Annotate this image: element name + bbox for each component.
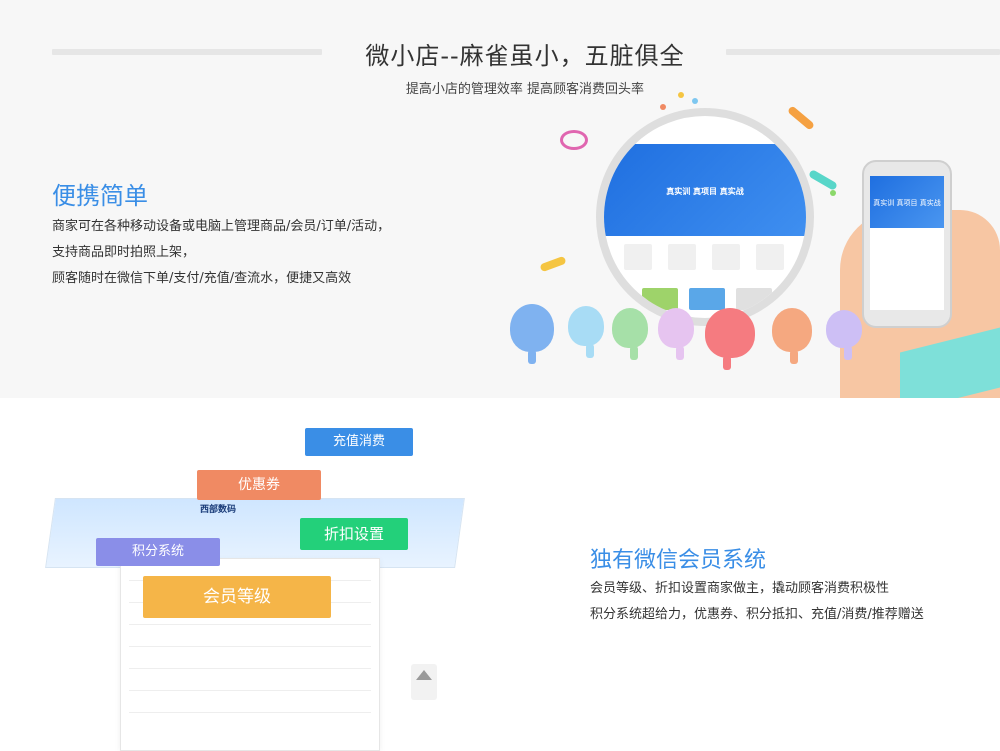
preview-thumb [642, 288, 678, 310]
preview-topbar [604, 126, 806, 144]
feature-title-membership: 独有微信会员系统 [590, 548, 767, 573]
preview-card [624, 244, 652, 270]
feature-title-portable: 便携简单 [52, 182, 148, 210]
preview-card [668, 244, 696, 270]
balloon [568, 306, 604, 358]
page-title: 微小店--麻雀虽小，五脏俱全 [365, 42, 685, 70]
website-preview-circle: 真实训 真项目 真实战 [596, 108, 814, 326]
preview-thumb [736, 288, 772, 310]
preview-banner [604, 144, 806, 236]
feature-description-portable: 商家可在各种移动设备或电脑上管理商品/会员/订单/活动， 支持商品即时拍照上架，… [52, 214, 390, 292]
feature-section-membership: 西部数码 充值消费 优惠券 折扣设置 积分系统 会员等级 独有微信会员系统 会员… [0, 398, 1000, 751]
mobile-shop-illustration: 真实训 真项目 真实战 真实训 真项目 真实战 [500, 90, 1000, 398]
confetti-dot [560, 130, 588, 150]
tag-points: 积分系统 [96, 538, 220, 566]
balloon [510, 304, 554, 364]
confetti-dot [660, 104, 666, 110]
phone-banner [870, 176, 944, 228]
feature-line: 会员等级、折扣设置商家做主，撬动顾客消费积极性 [590, 581, 890, 596]
feature-line: 积分系统超给力，优惠券、积分抵扣、充值/消费/推荐赠送 [590, 607, 924, 622]
phone-banner-text: 真实训 真项目 真实战 [873, 199, 941, 207]
tag-member-level: 会员等级 [143, 576, 331, 618]
membership-illustration: 西部数码 充值消费 优惠券 折扣设置 积分系统 会员等级 [40, 398, 465, 751]
confetti-dot [808, 169, 838, 191]
preview-row [129, 625, 371, 647]
feature-line: 支持商品即时拍照上架， [52, 245, 196, 260]
feature-section-portable: 微小店--麻雀虽小，五脏俱全 提高小店的管理效率 提高顾客消费回头率 便携简单 … [52, 42, 1000, 398]
preview-banner-text: 真实训 真项目 真实战 [666, 187, 744, 196]
feature-description-membership: 会员等级、折扣设置商家做主，撬动顾客消费积极性 积分系统超给力，优惠券、积分抵扣… [590, 576, 924, 628]
balloon [826, 310, 862, 360]
feature-line: 顾客随时在微信下单/支付/充值/查流水，便捷又高效 [52, 271, 352, 286]
preview-cards [624, 244, 784, 284]
tag-recharge: 充值消费 [305, 428, 413, 456]
confetti-dot [678, 92, 684, 98]
header-divider-right [726, 49, 1000, 55]
confetti-dot [692, 98, 698, 104]
preview-thumb [689, 288, 725, 310]
phone-screen: 真实训 真项目 真实战 [870, 176, 944, 310]
preview-thumbnails [642, 288, 772, 312]
brand-logo-text: 西部数码 [200, 505, 237, 515]
phone-mockup: 真实训 真项目 真实战 [862, 160, 952, 328]
balloon [705, 308, 755, 370]
tag-discount: 折扣设置 [300, 518, 408, 550]
balloon [612, 308, 648, 360]
page-subtitle: 提高小店的管理效率 提高顾客消费回头率 [405, 82, 645, 97]
balloon [772, 308, 812, 364]
preview-card [756, 244, 784, 270]
preview-row [129, 603, 371, 625]
confetti-dot [539, 255, 567, 273]
confetti-dot [830, 190, 836, 196]
arrow-up-icon [411, 664, 437, 700]
tag-coupon: 优惠券 [197, 470, 321, 500]
preview-row [129, 669, 371, 691]
feature-line: 商家可在各种移动设备或电脑上管理商品/会员/订单/活动， [52, 219, 391, 234]
header-divider-left [52, 49, 322, 55]
preview-card [712, 244, 740, 270]
balloon [658, 308, 694, 360]
preview-row [129, 647, 371, 669]
preview-row [129, 691, 371, 713]
